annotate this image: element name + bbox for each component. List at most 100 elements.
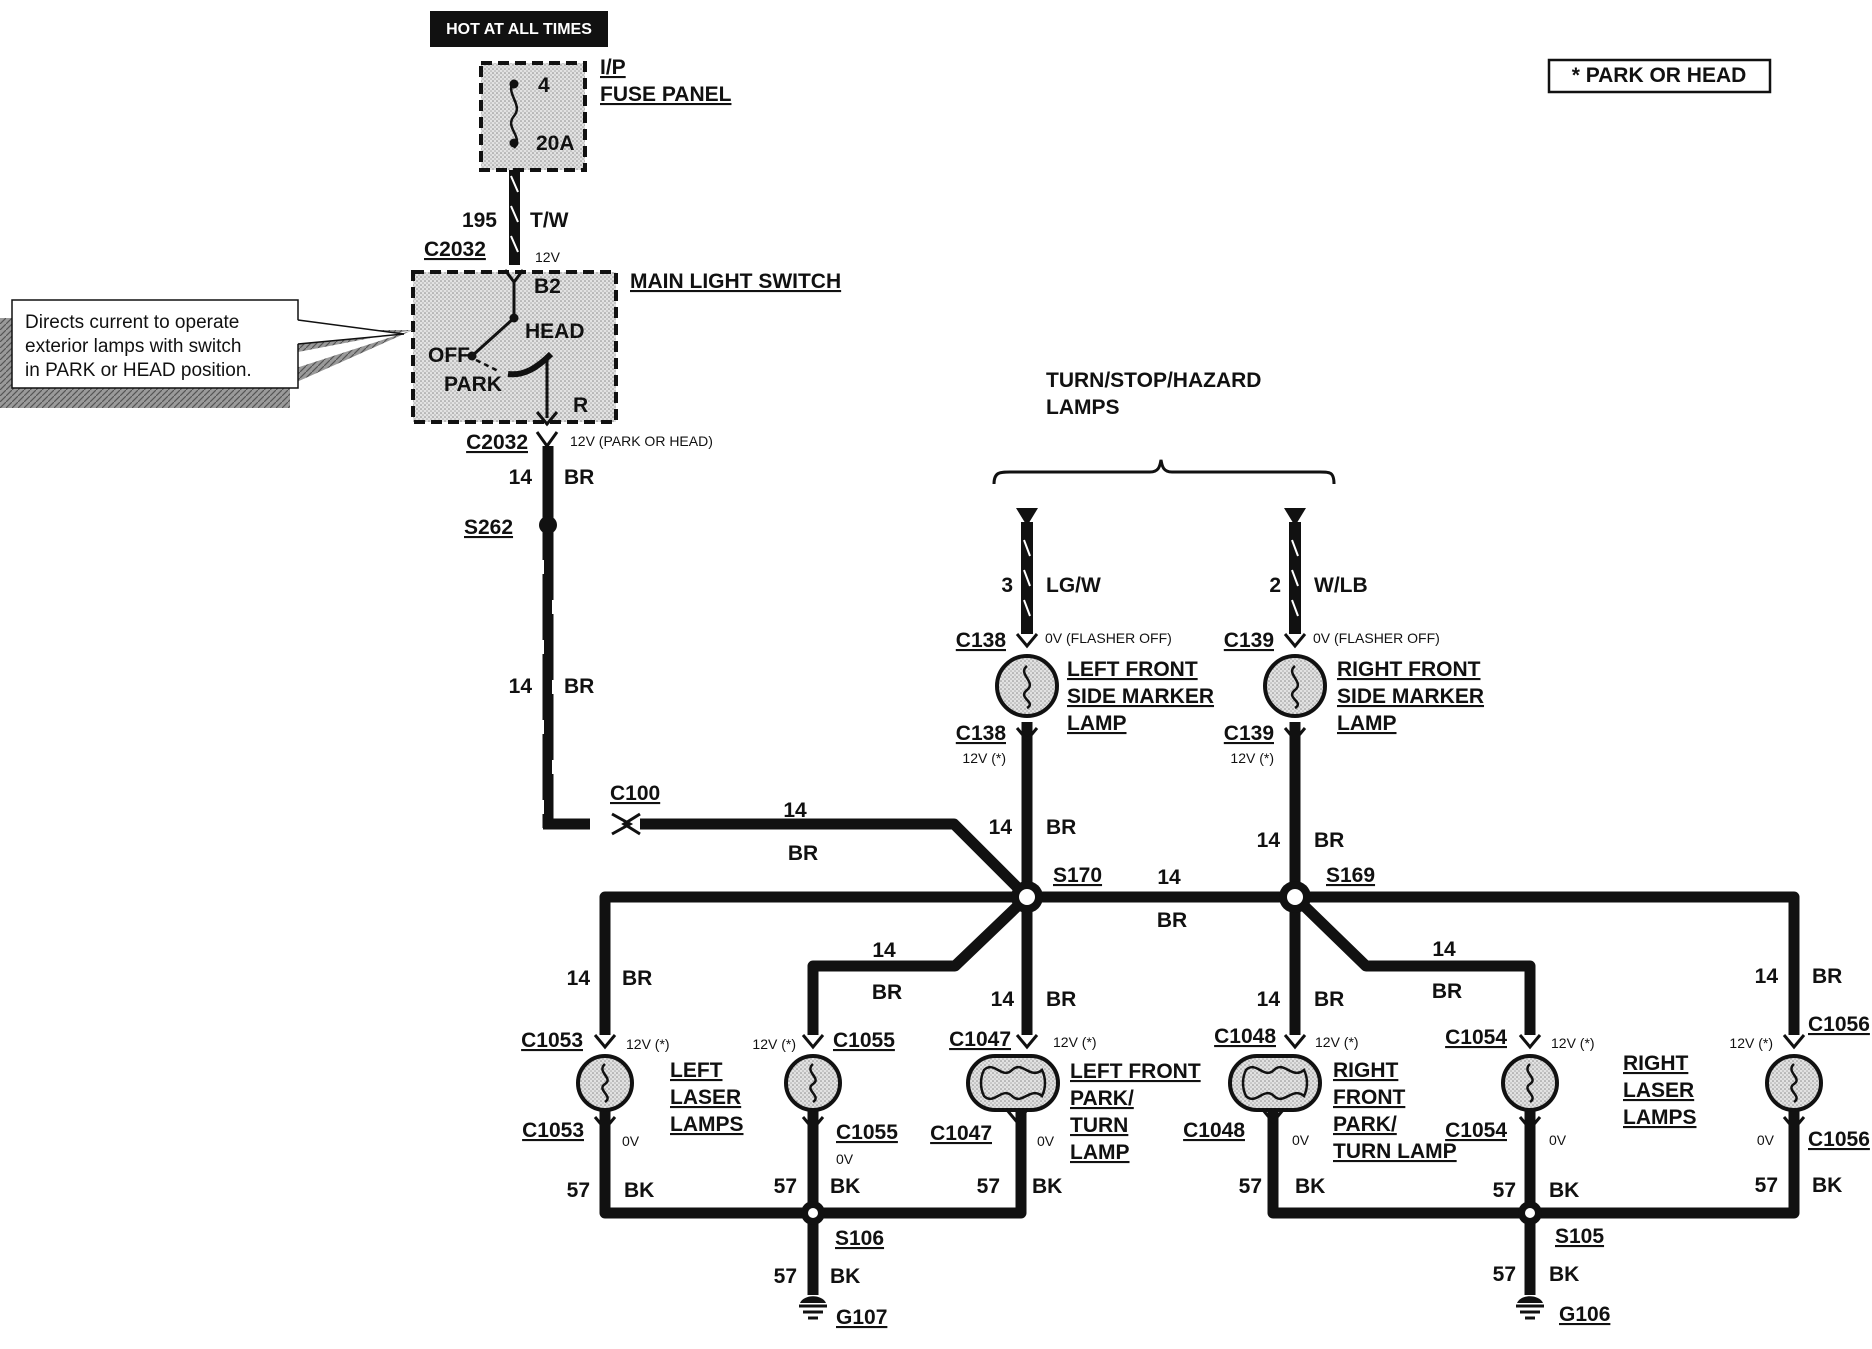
svg-text:HEAD: HEAD xyxy=(525,320,585,343)
c1055-bottom: C1055 xyxy=(836,1121,898,1144)
lf-side-marker-3: LAMP xyxy=(1067,712,1127,735)
c1053-voltage-top: 12V (*) xyxy=(626,1036,670,1052)
c1053-bottom: C1053 xyxy=(522,1119,584,1142)
c1047-bottom: C1047 xyxy=(930,1122,992,1145)
wire-br-gauge-7: 14 xyxy=(567,967,591,990)
lf-park-label-4: LAMP xyxy=(1070,1141,1130,1164)
g107-label: G107 xyxy=(836,1306,887,1329)
splice-s105 xyxy=(1518,1201,1542,1225)
lf-park-label-3: TURN xyxy=(1070,1114,1128,1137)
wire-bk-gauge-1: 57 xyxy=(567,1179,590,1202)
lamp-right-laser-2 xyxy=(1765,1034,1823,1132)
fuse-panel-title-2: FUSE PANEL xyxy=(600,83,732,106)
lamp-right-front-side-marker xyxy=(1263,633,1327,743)
ground-icon-g107 xyxy=(799,1296,827,1320)
lamp-left-front-park-turn xyxy=(966,1034,1060,1125)
turn-lamps-brace xyxy=(992,459,1336,485)
c1056-voltage-bottom: 0V xyxy=(1757,1132,1775,1148)
park-or-head-legend: * PARK OR HEAD xyxy=(1547,58,1772,94)
svg-text:20A: 20A xyxy=(536,132,575,155)
c1056-voltage-top: 12V (*) xyxy=(1729,1035,1773,1051)
c139-bottom: C139 xyxy=(1224,722,1274,745)
wire-bk-color-4: BK xyxy=(830,1265,860,1288)
s262-label: S262 xyxy=(464,516,513,539)
wire-bk-gauge-6: 57 xyxy=(1493,1179,1516,1202)
wire-br-color-9: BR xyxy=(1046,988,1076,1011)
rf-park-label-3: PARK/ xyxy=(1333,1113,1397,1136)
wire-195-tw xyxy=(509,170,520,265)
wire-bk-gauge-8: 57 xyxy=(1493,1263,1516,1286)
wire-br-color-3: BR xyxy=(788,842,818,865)
c1048-voltage-top: 12V (*) xyxy=(1315,1034,1359,1050)
wire-br-gauge-4: 14 xyxy=(989,816,1013,839)
wire-br-color-10: BR xyxy=(1314,988,1344,1011)
rf-side-marker-3: LAMP xyxy=(1337,712,1397,735)
s170-label: S170 xyxy=(1053,864,1102,887)
wire-bk-gauge-5: 57 xyxy=(1239,1175,1262,1198)
wire-br-color-12: BR xyxy=(1812,965,1842,988)
turn-stop-hazard-title-2: LAMPS xyxy=(1046,396,1120,419)
g106-label: G106 xyxy=(1559,1303,1610,1326)
wire-br-gauge-12: 14 xyxy=(1755,965,1779,988)
left-laser-label-3: LAMPS xyxy=(670,1113,744,1136)
wire-3-lgw xyxy=(1016,508,1038,634)
wire-br-gauge-5: 14 xyxy=(1157,866,1181,889)
wire-bk-color-2: BK xyxy=(830,1175,860,1198)
rf-park-label-2: FRONT xyxy=(1333,1086,1405,1109)
c1047-top: C1047 xyxy=(949,1028,1011,1051)
wire-br-color-8: BR xyxy=(872,981,902,1004)
svg-text:Directs current to operate: Directs current to operate xyxy=(25,312,239,333)
c1055-top: C1055 xyxy=(833,1029,895,1052)
svg-text:4: 4 xyxy=(538,74,550,97)
callout-box: Directs current to operate exterior lamp… xyxy=(0,299,413,408)
lamp-right-front-park-turn xyxy=(1228,1034,1322,1125)
wire-bk-color-7: BK xyxy=(1812,1174,1842,1197)
ground-icon-g106 xyxy=(1516,1296,1544,1320)
svg-text:B2: B2 xyxy=(534,275,561,298)
wire-bk-gauge-7: 57 xyxy=(1755,1174,1778,1197)
c1047-voltage-top: 12V (*) xyxy=(1053,1034,1097,1050)
lamp-left-laser-1 xyxy=(576,1034,634,1132)
splice-s106 xyxy=(801,1201,825,1225)
fuse-panel: 4 20A xyxy=(479,61,587,172)
c1054-bottom: C1054 xyxy=(1445,1119,1507,1142)
c1053-top: C1053 xyxy=(521,1029,583,1052)
s105-label: S105 xyxy=(1555,1225,1604,1248)
hot-at-all-times-label: HOT AT ALL TIMES xyxy=(430,11,608,47)
wire-br-color-6: BR xyxy=(1314,829,1344,852)
lf-side-marker-1: LEFT FRONT xyxy=(1067,658,1198,681)
splice-s262 xyxy=(539,516,557,534)
svg-text:HOT AT ALL TIMES: HOT AT ALL TIMES xyxy=(446,21,592,38)
wire-bk-color-1: BK xyxy=(624,1179,654,1202)
c2032-bottom: C2032 xyxy=(466,431,528,454)
c1053-voltage-bottom: 0V xyxy=(622,1133,640,1149)
c139-voltage-top: 0V (FLASHER OFF) xyxy=(1313,630,1440,646)
c1047-voltage-bottom: 0V xyxy=(1037,1133,1055,1149)
splice-s170 xyxy=(1011,881,1043,913)
c1054-voltage-bottom: 0V xyxy=(1549,1132,1567,1148)
fuse-panel-title-1: I/P xyxy=(600,56,626,79)
wire-br-color-2: BR xyxy=(564,675,594,698)
right-laser-label-1: RIGHT xyxy=(1623,1052,1689,1075)
c138-bottom: C138 xyxy=(956,722,1007,745)
rf-park-label-1: RIGHT xyxy=(1333,1059,1399,1082)
lf-park-label-1: LEFT FRONT xyxy=(1070,1060,1201,1083)
lf-park-label-2: PARK/ xyxy=(1070,1087,1134,1110)
wire-bk-gauge-2: 57 xyxy=(774,1175,797,1198)
turn-stop-hazard-title-1: TURN/STOP/HAZARD xyxy=(1046,369,1261,392)
wire-2-circuit: 2 xyxy=(1269,574,1281,597)
s169-label: S169 xyxy=(1326,864,1375,887)
wire-br-color-4: BR xyxy=(1046,816,1076,839)
c1048-voltage-bottom: 0V xyxy=(1292,1132,1310,1148)
rf-side-marker-2: SIDE MARKER xyxy=(1337,685,1484,708)
wire-bk-gauge-3: 57 xyxy=(977,1175,1000,1198)
connector-c100 xyxy=(611,812,641,836)
c1054-top: C1054 xyxy=(1445,1026,1507,1049)
c138-voltage-bottom: 12V (*) xyxy=(962,750,1006,766)
wire-195-circuit: 195 xyxy=(462,209,497,232)
c2032-top: C2032 xyxy=(424,238,486,261)
wire-bk-color-8: BK xyxy=(1549,1263,1579,1286)
wire-br-color-5: BR xyxy=(1157,909,1187,932)
lamp-right-laser-1 xyxy=(1501,1034,1559,1132)
wire-3-circuit: 3 xyxy=(1001,574,1013,597)
